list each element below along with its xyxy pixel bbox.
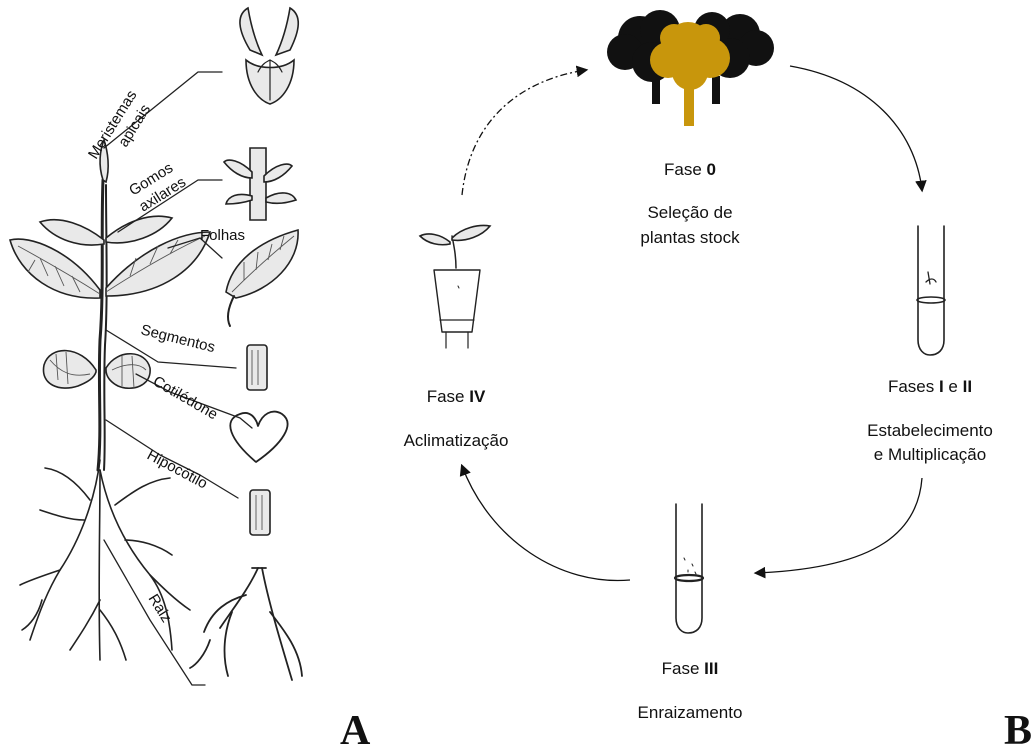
explant-axillary-bud-icon	[224, 148, 296, 220]
plant-stem	[98, 180, 103, 470]
explant-hypocotyl-icon	[250, 490, 270, 535]
explant-segment-icon	[247, 345, 267, 390]
phase3-title: Fase III	[662, 659, 719, 678]
phase0-title: Fase 0	[664, 160, 716, 179]
phase4-title: Fase IV	[427, 387, 486, 406]
plant-roots	[20, 460, 190, 660]
panel-letter-b: B	[1004, 708, 1032, 749]
acclimatization-seedling-icon	[420, 226, 490, 349]
tree-front-golden	[650, 22, 730, 126]
explant-cotyledon-heart-icon	[230, 412, 287, 462]
cycle-arrows	[462, 66, 922, 581]
stock-plants-trees-icon	[607, 10, 774, 126]
plant-cotyledon-right	[106, 354, 150, 389]
explant-meristem-icon	[240, 8, 298, 104]
label-cotiledone: Cotilédone	[150, 373, 221, 424]
label-raiz: Raiz	[145, 591, 175, 625]
arrow-phase4-to-phase0	[462, 70, 586, 195]
arrow-phase3-to-phase4	[462, 466, 630, 581]
phase1-2-title: Fases I e II	[888, 377, 972, 396]
test-tube-rooting-icon	[675, 504, 703, 633]
plant-leaf-left	[10, 239, 100, 298]
label-segmentos: Segmentos	[139, 321, 217, 356]
phase0-desc-line1: Seleção de	[647, 203, 732, 222]
arrow-phase2-to-phase3	[756, 478, 922, 573]
arrow-phase0-to-phase1	[790, 66, 922, 190]
panel-letter-a: A	[340, 708, 371, 749]
plant-cotyledon-left	[43, 351, 96, 389]
phase1-2-desc-line2: e Multiplicação	[874, 445, 986, 464]
phase0-desc-line2: plantas stock	[640, 228, 740, 247]
label-folhas: Folhas	[200, 227, 245, 244]
phase4-desc-line1: Aclimatização	[404, 431, 509, 450]
test-tube-establishment-icon	[917, 226, 945, 355]
label-hipocotilo: Hipocótilo	[144, 447, 210, 493]
phase1-2-desc-line1: Estabelecimento	[867, 421, 993, 440]
explant-root-icon	[190, 568, 302, 680]
explant-leaf-icon	[226, 230, 298, 326]
phase3-desc-line1: Enraizamento	[638, 703, 743, 722]
